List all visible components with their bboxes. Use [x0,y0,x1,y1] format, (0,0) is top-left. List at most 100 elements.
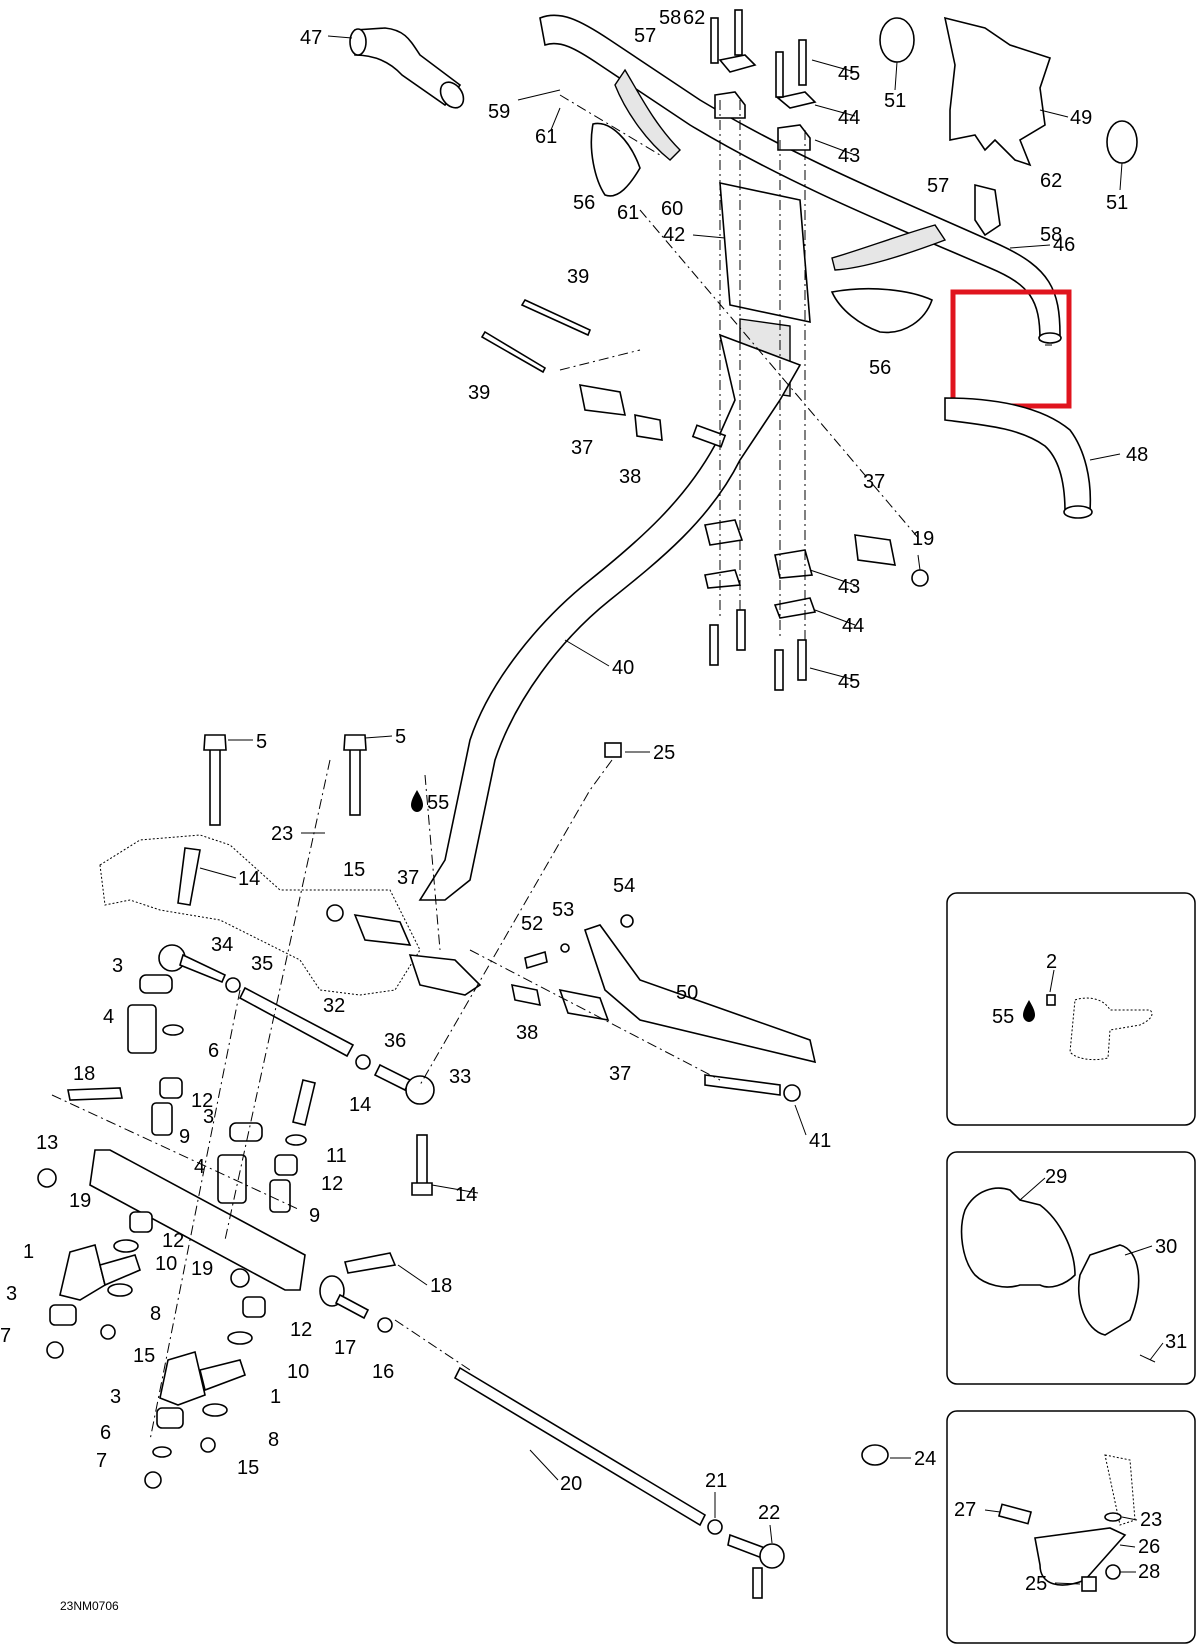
callout-6-a: 6 [208,1040,219,1062]
callout-8-b: 8 [268,1429,279,1451]
frame-bracket-ghost [99,834,421,996]
callout-45-a: 45 [838,63,860,85]
hand-guard-right [830,183,1001,334]
callout-25-b: 25 [1025,1573,1047,1595]
callout-18-b: 18 [430,1275,452,1297]
callout-56-b: 56 [869,357,891,379]
callout-46: 46 [1053,234,1075,256]
callout-34: 34 [211,934,233,956]
nut-21 [707,1519,723,1535]
inset-box-lever [946,1410,1196,1644]
callout-29: 29 [1045,1166,1067,1188]
tie-rod-20 [453,1366,707,1527]
callout-10-a: 10 [155,1253,177,1275]
callout-15-b: 15 [133,1345,155,1367]
riser-clamps-bottom [704,519,817,691]
callout-58-a: 58 [659,7,681,29]
rod-end-34 [158,944,227,984]
nut-19-right [911,569,929,587]
callout-53: 53 [552,899,574,921]
callout-1-b: 1 [270,1386,281,1408]
nut-25-mid [419,742,622,1086]
callout-3-c: 3 [6,1283,17,1305]
hand-guard-left [590,68,681,197]
nuts-small [37,1168,250,1489]
pitman-arm-1-lower [159,1350,247,1406]
bushing-24 [861,1444,889,1466]
callout-61-b: 61 [617,202,639,224]
callout-4-b: 4 [194,1156,205,1178]
callout-7-b: 7 [96,1450,107,1472]
leader-lines [199,35,1164,1585]
callout-26: 26 [1138,1536,1160,1558]
callout-24: 24 [914,1448,936,1470]
callout-55-b: 55 [992,1006,1014,1028]
callout-36: 36 [384,1030,406,1052]
callout-21: 21 [705,1470,727,1492]
callout-55-a: 55 [427,792,449,814]
hardware-52-53-54 [524,914,634,970]
callout-61-a: 61 [535,126,557,148]
callout-25-a: 25 [653,742,675,764]
bracket-50 [583,924,817,1064]
callout-8-a: 8 [150,1303,161,1325]
callout-14-a: 14 [238,868,260,890]
callout-3-b: 3 [203,1106,214,1128]
callout-9-a: 9 [179,1126,190,1148]
callout-37-b: 37 [863,471,885,493]
callout-11: 11 [326,1145,347,1167]
column-base-yoke [408,954,482,996]
callout-31: 31 [1165,1331,1187,1353]
callout-51-a: 51 [884,90,906,112]
bushings-3-4-9-12 [49,974,298,1429]
callout-62-a: 62 [683,7,705,29]
callout-62-b: 62 [1040,170,1062,192]
callout-54: 54 [613,875,635,897]
callout-12-d: 12 [290,1319,312,1341]
callout-15-c: 15 [237,1457,259,1479]
callout-6-b: 6 [100,1422,111,1444]
bushing-37-mid [353,913,412,946]
bolts-5 [203,734,367,826]
callout-13: 13 [36,1132,58,1154]
callout-2: 2 [1046,951,1057,973]
callout-57-b: 57 [927,175,949,197]
callout-44-b: 44 [842,615,864,637]
callout-38-a: 38 [619,466,641,488]
callout-18-a: 18 [73,1063,95,1085]
callout-3-a: 3 [112,955,123,977]
bolt-14-lower [411,1134,433,1196]
callout-labels: 47 59 61 56 61 60 57 58 62 45 44 43 42 5… [0,7,1187,1613]
callout-32: 32 [323,995,345,1017]
callout-14-b: 14 [349,1094,371,1116]
bushing-37-upper [578,384,627,416]
tie-rod-end-22 [727,1533,785,1599]
callout-43-a: 43 [838,145,860,167]
nut-36 [355,1054,371,1070]
callout-51-b: 51 [1106,192,1128,214]
spacer-38-lower [510,983,542,1007]
callout-23-b: 23 [1140,1509,1162,1531]
diagram-code: 23NM0706 [60,1599,119,1613]
nut-35 [225,977,241,993]
bolt-14-mid [292,1079,316,1126]
callout-37-d: 37 [609,1063,631,1085]
callout-45-b: 45 [838,671,860,693]
callout-14-c: 14 [455,1184,477,1206]
callout-43-b: 43 [838,576,860,598]
callout-1-a: 1 [23,1241,34,1263]
washers [107,1024,307,1458]
inset-box-grease-fitting [946,892,1196,1126]
seal-ring-51-upper [879,17,915,63]
callout-4-a: 4 [103,1006,114,1028]
callout-19-b: 19 [69,1190,91,1212]
tie-bar-13 [89,1149,306,1291]
callout-59: 59 [488,101,510,123]
oil-drop-icon-inset [1023,1000,1035,1022]
bolts-39 [480,298,592,374]
callout-52: 52 [521,913,543,935]
callout-12-b: 12 [321,1173,343,1195]
callout-7-a: 7 [0,1325,11,1347]
callout-40: 40 [612,657,634,679]
